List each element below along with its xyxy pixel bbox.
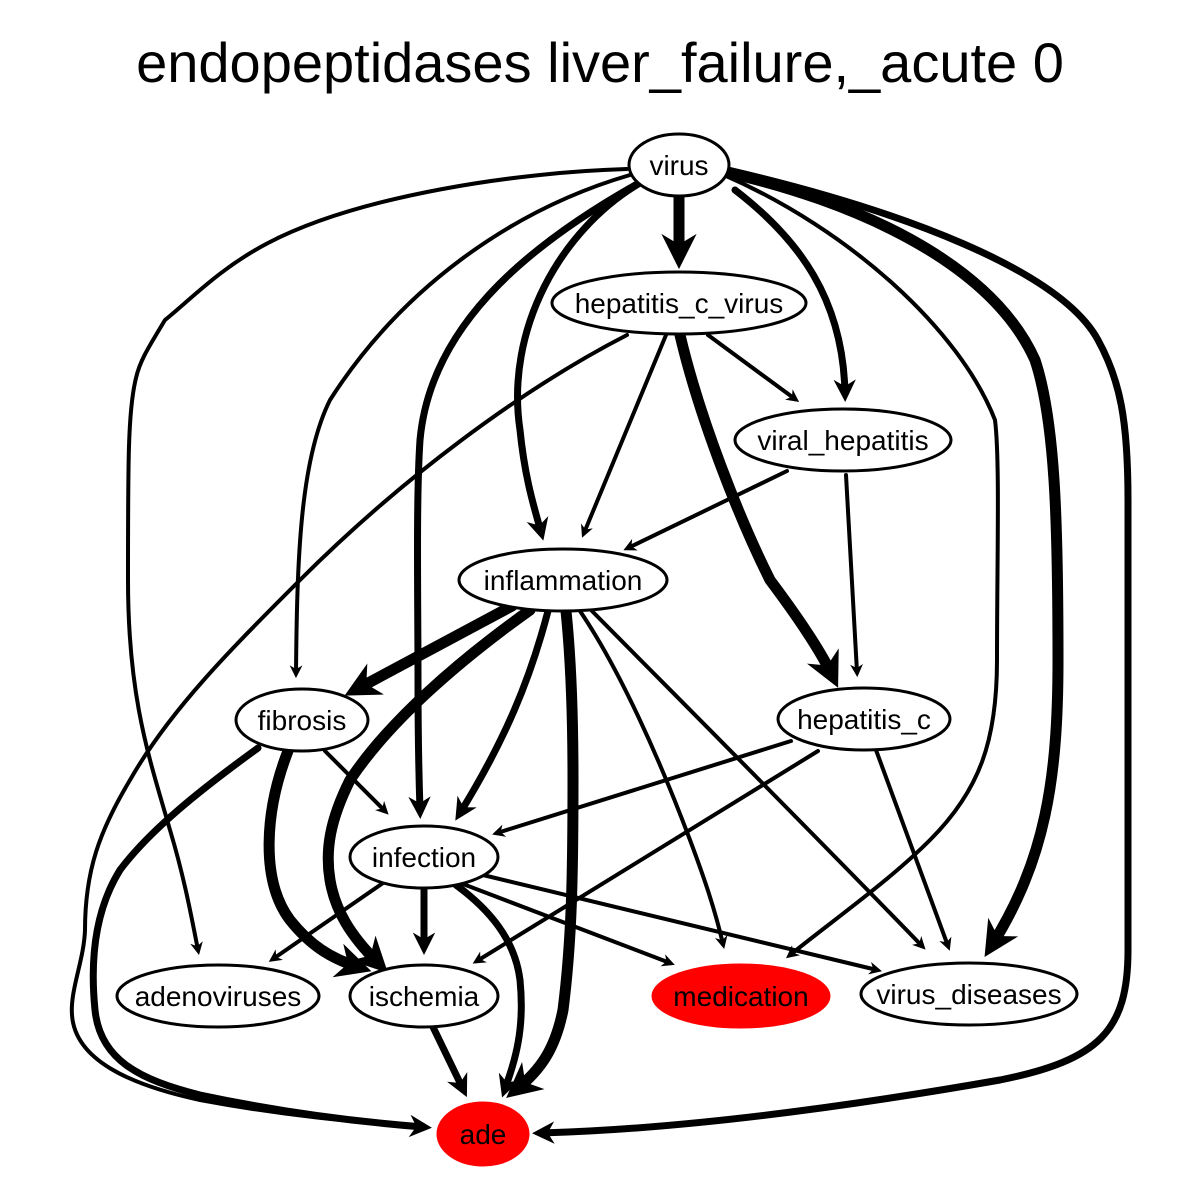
node-shape-fibrosis [234,687,370,753]
edge-inflammation-to-ade [506,605,579,1098]
edge-inflammation-to-medication [578,609,728,949]
edge-hepatitis_c_virus-to-viral_hepatitis [706,333,800,403]
edge-virus-to-virus_diseases [719,166,1064,957]
edge-fibrosis-to-ade [89,744,432,1138]
node-label-ischemia: ischemia [369,981,480,1012]
node-shape-virus_diseases [859,961,1079,1027]
edge-hepatitis_c-to-ischemia [472,749,820,964]
node-viral_hepatitis: viral_hepatitis [733,407,953,473]
node-layer: virus hepatitis_c_virus viral_hepatitisinf… [115,132,1079,1167]
edge-hepatitis_c_virus-to-inflammation [581,333,668,538]
edge-viral_hepatitis-to-inflammation [623,469,789,551]
node-shape-hepatitis_c [776,686,952,752]
node-label-infection: infection [372,842,476,873]
edge-hepatitis_c-to-virus_diseases [874,748,952,951]
edge-hepatitis_c-to-infection [492,739,793,837]
edge-inflammation-to-infection [455,607,552,821]
edge-fibrosis-to-infection [323,749,389,815]
edge-virus-to-fibrosis [289,173,632,679]
edge-infection-to-virus_diseases [481,873,882,975]
edge-virus-to-ade [532,166,1132,1144]
edge-infection-to-adenoviruses [268,881,385,962]
node-hepatitis_c: hepatitis_c [776,686,952,752]
node-shape-viral_hepatitis [733,407,953,473]
node-label-hepatitis_c: hepatitis_c [797,704,931,735]
node-label-viral_hepatitis: viral_hepatitis [757,425,928,456]
node-ischemia: ischemia [348,963,500,1029]
node-shape-ade [436,1101,530,1167]
node-shape-adenoviruses [115,963,321,1029]
node-label-adenoviruses: adenoviruses [135,981,302,1012]
node-adenoviruses: adenoviruses [115,963,321,1029]
node-medication: medication [651,963,831,1029]
edge-layer [69,166,1132,1144]
edge-ischemia-to-ade [429,1023,468,1098]
edge-virus-to-medication [722,173,1000,959]
edge-hepatitis_c_virus-to-ade [69,333,629,1133]
edge-virus-to-viral_hepatitis [731,186,856,402]
node-shape-hepatitis_c_virus [550,270,808,336]
node-shape-virus [627,132,731,198]
node-label-fibrosis: fibrosis [258,705,347,736]
node-hepatitis_c_virus: hepatitis_c_virus [550,270,808,336]
node-label-virus_diseases: virus_diseases [876,979,1061,1010]
edge-fibrosis-to-ischemia [263,745,372,978]
node-fibrosis: fibrosis [234,687,370,753]
node-ade: ade [436,1101,530,1167]
node-shape-inflammation [457,547,669,613]
edge-inflammation-to-virus_diseases [590,609,926,950]
node-label-virus: virus [649,150,708,181]
edge-virus-to-infection [408,180,641,819]
node-label-hepatitis_c_virus: hepatitis_c_virus [575,288,784,319]
node-inflammation: inflammation [457,547,669,613]
edge-infection-to-ade [452,881,525,1098]
node-virus_diseases: virus_diseases [859,961,1079,1027]
node-shape-medication [651,963,831,1029]
node-label-ade: ade [460,1119,507,1150]
edge-inflammation-to-fibrosis [344,600,518,696]
edge-hepatitis_c_virus-to-hepatitis_c [674,329,839,688]
graph-title: endopeptidases liver_failure,_acute 0 [136,31,1064,94]
edge-viral_hepatitis-to-hepatitis_c [844,473,863,678]
node-shape-infection [348,824,500,890]
node-label-inflammation: inflammation [484,565,643,596]
node-label-medication: medication [673,981,808,1012]
edge-infection-to-medication [461,882,675,967]
edge-virus-to-adenoviruses [126,167,629,956]
node-shape-ischemia [348,963,500,1029]
edge-virus-to-inflammation [514,179,644,541]
node-infection: infection [348,824,500,890]
node-virus: virus [627,132,731,198]
